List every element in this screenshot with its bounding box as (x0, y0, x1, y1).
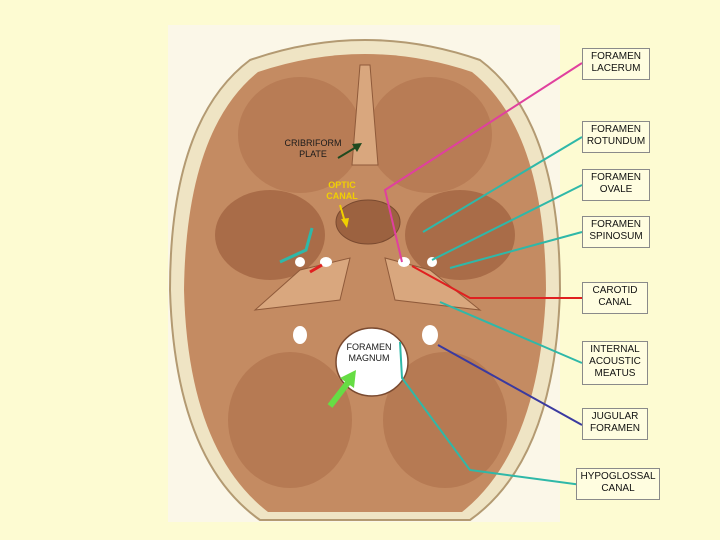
anterior-fossa-right (368, 77, 492, 193)
posterior-fossa-left (228, 352, 352, 488)
label-foramen-magnum: FORAMEN MAGNUM (338, 342, 400, 364)
label-foramen-rotundum: FORAMEN ROTUNDUM (582, 121, 650, 153)
middle-fossa-right (405, 190, 515, 280)
foramen-hole (293, 326, 307, 344)
foramen-hole (422, 325, 438, 345)
label-internal-acoustic-meatus: INTERNAL ACOUSTIC MEATUS (582, 341, 648, 385)
label-hypoglossal-canal: HYPOGLOSSAL CANAL (576, 468, 660, 500)
label-carotid-canal: CAROTID CANAL (582, 282, 648, 314)
label-foramen-ovale: FORAMEN OVALE (582, 169, 650, 201)
label-cribriform-plate: CRIBRIFORM PLATE (278, 138, 348, 160)
label-foramen-spinosum: FORAMEN SPINOSUM (582, 216, 650, 248)
label-foramen-lacerum: FORAMEN LACERUM (582, 48, 650, 80)
middle-fossa-left (215, 190, 325, 280)
foramen-hole (398, 257, 410, 267)
label-jugular-foramen: JUGULAR FORAMEN (582, 408, 648, 440)
label-optic-canal: OPTIC CANAL (320, 180, 364, 202)
anterior-fossa-left (238, 77, 362, 193)
foramen-hole (295, 257, 305, 267)
